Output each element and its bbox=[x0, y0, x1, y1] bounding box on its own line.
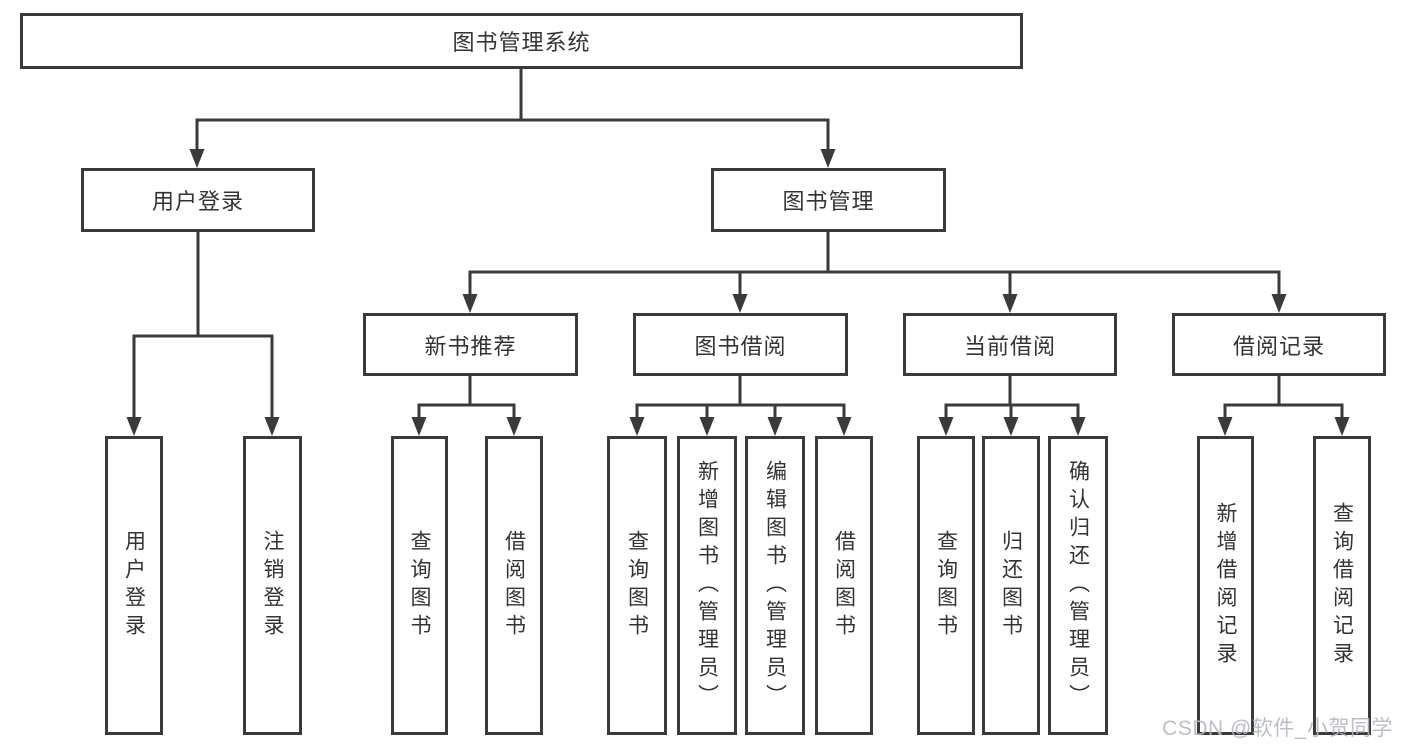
arrowhead bbox=[1070, 417, 1086, 436]
arrowhead bbox=[411, 417, 427, 436]
arrowhead bbox=[1334, 417, 1350, 436]
diagram-node-user-login: 用户登录 bbox=[81, 168, 315, 232]
arrowhead bbox=[732, 294, 748, 313]
diagram-node-br-add: 新增借阅记录 bbox=[1197, 436, 1254, 735]
arrowhead bbox=[189, 149, 205, 168]
arrowhead bbox=[462, 294, 478, 313]
diagram-node-br-query: 查询借阅记录 bbox=[1313, 436, 1371, 735]
arrowhead bbox=[1217, 417, 1233, 436]
diagram-node-nr-query: 查询图书 bbox=[391, 436, 448, 735]
diagram-node-records: 借阅记录 bbox=[1172, 313, 1386, 376]
diagram-node-ul-logout: 注销登录 bbox=[243, 436, 302, 735]
arrowhead bbox=[820, 149, 836, 168]
arrowhead bbox=[699, 417, 715, 436]
diagram-node-bb-add: 新增图书（管理员） bbox=[677, 436, 737, 735]
arrowhead bbox=[767, 417, 783, 436]
arrowhead bbox=[264, 417, 280, 436]
diagram-node-book-mgmt: 图书管理 bbox=[711, 168, 946, 232]
diagram-node-nr-borrow: 借阅图书 bbox=[485, 436, 543, 735]
arrowhead bbox=[836, 417, 852, 436]
arrowhead bbox=[629, 417, 645, 436]
diagram-node-bb-edit: 编辑图书（管理员） bbox=[745, 436, 805, 735]
diagram-node-borrow: 图书借阅 bbox=[633, 313, 848, 376]
arrowhead bbox=[506, 417, 522, 436]
diagram-node-bb-query: 查询图书 bbox=[607, 436, 667, 735]
diagram-node-current: 当前借阅 bbox=[903, 313, 1117, 376]
diagram-node-bb-borrow: 借阅图书 bbox=[815, 436, 873, 735]
arrowhead bbox=[1002, 294, 1018, 313]
arrowhead bbox=[1003, 417, 1019, 436]
diagram-node-cb-return: 归还图书 bbox=[982, 436, 1040, 735]
diagram-node-root: 图书管理系统 bbox=[20, 13, 1023, 69]
arrowhead bbox=[938, 417, 954, 436]
diagram-node-cb-confirm: 确认归还（管理员） bbox=[1048, 436, 1108, 735]
diagram-node-new-rec: 新书推荐 bbox=[363, 313, 578, 376]
arrowhead bbox=[126, 417, 142, 436]
arrowhead bbox=[1271, 294, 1287, 313]
watermark: CSDN @软件_小贺同学 bbox=[1162, 717, 1393, 740]
diagram-node-cb-query: 查询图书 bbox=[917, 436, 975, 735]
diagram-node-ul-login: 用户登录 bbox=[105, 436, 163, 735]
